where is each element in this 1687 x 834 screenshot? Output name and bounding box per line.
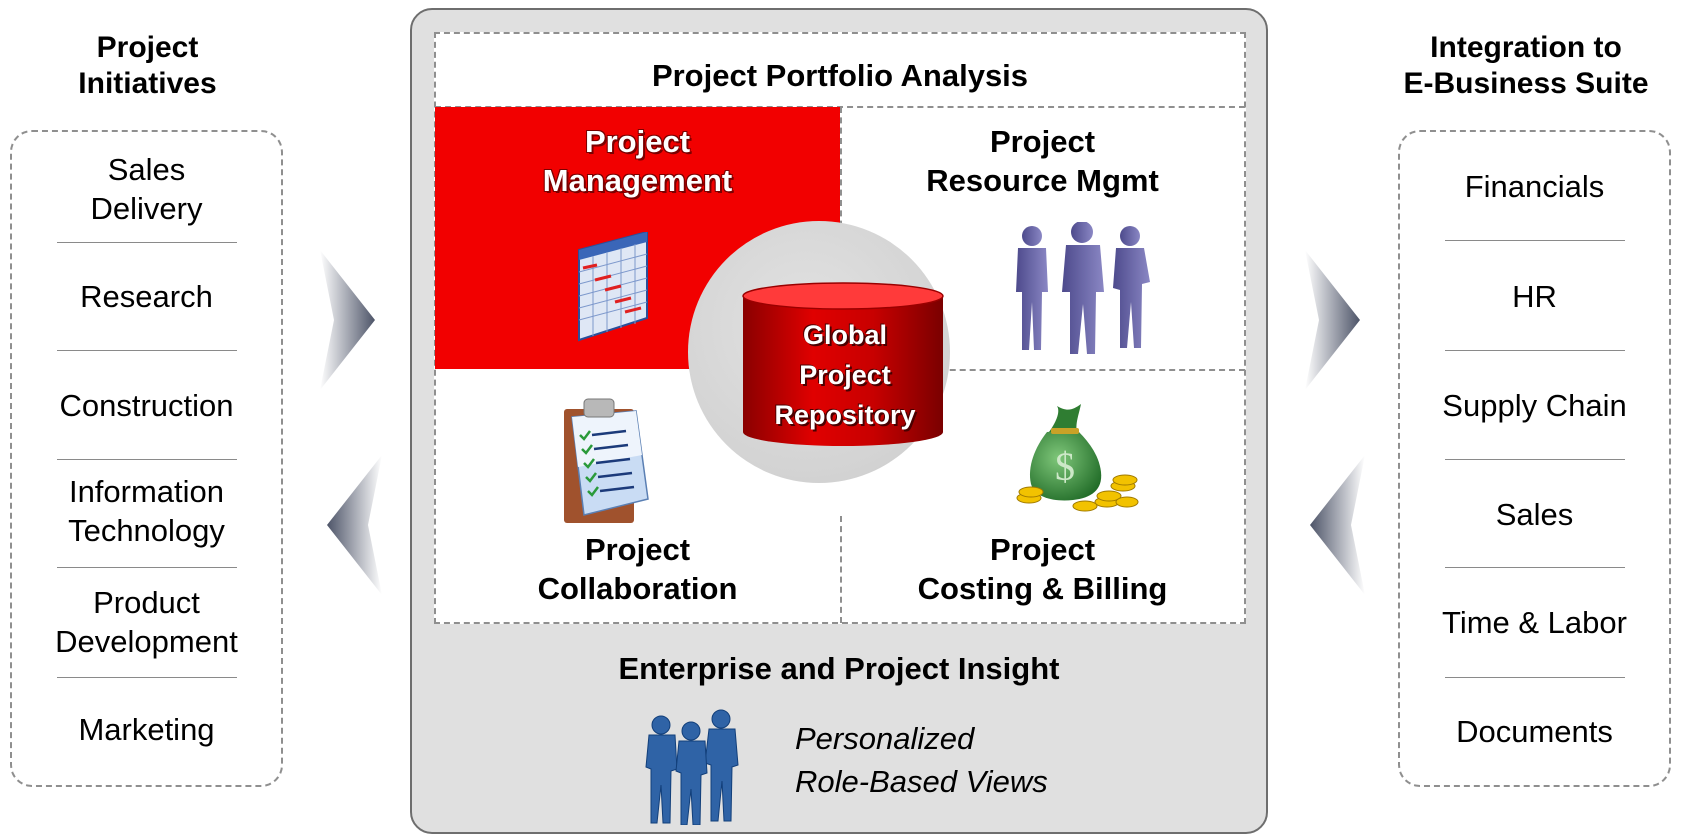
arrow-left-icon xyxy=(327,455,382,595)
project-initiatives-list: Sales Delivery Research Construction Inf… xyxy=(10,130,283,787)
management-heading: Project Management xyxy=(542,124,733,198)
divider xyxy=(1445,459,1625,460)
divider xyxy=(1445,677,1625,678)
divider xyxy=(57,677,237,678)
list-item: Research xyxy=(80,279,213,314)
divider xyxy=(57,567,237,568)
arrow-right-icon xyxy=(1305,250,1360,390)
list-item: HR xyxy=(1512,279,1557,314)
list-item: Sales xyxy=(1495,497,1574,532)
list-item: Time & Labor xyxy=(1442,605,1627,640)
grid-divider xyxy=(840,107,842,237)
database-cylinder-icon xyxy=(742,282,944,446)
grid-divider xyxy=(840,516,842,623)
list-item: Construction xyxy=(59,388,234,423)
money-bag-icon: $ xyxy=(1016,404,1139,512)
list-item: Financials xyxy=(1464,169,1605,204)
people-silhouettes-icon xyxy=(1016,222,1150,354)
arrow-left-icon xyxy=(1310,455,1365,595)
costing-heading: Project Costing & Billing xyxy=(917,532,1168,606)
role-based-views-label: Personalized Role-Based Views xyxy=(795,721,1048,799)
insight-heading: Enterprise and Project Insight xyxy=(618,651,1060,686)
portfolio-heading: Project Portfolio Analysis xyxy=(651,58,1029,93)
collaboration-heading: Project Collaboration xyxy=(537,532,738,606)
left-column-title: Project Initiatives xyxy=(78,31,217,100)
list-item: Marketing xyxy=(78,712,215,747)
list-item: Sales Delivery xyxy=(90,152,203,226)
divider xyxy=(57,459,237,460)
divider xyxy=(57,242,237,243)
repository-label: Global Project Repository xyxy=(774,320,916,430)
divider xyxy=(1445,240,1625,241)
integration-list: Financials HR Supply Chain Sales Time & … xyxy=(1398,130,1671,787)
people-group-icon xyxy=(645,709,739,825)
gantt-chart-icon xyxy=(578,232,648,342)
resource-heading: Project Resource Mgmt xyxy=(926,124,1159,198)
grid-divider xyxy=(840,369,1245,371)
list-item: Information Technology xyxy=(68,474,225,548)
svg-text:$: $ xyxy=(1055,444,1075,489)
list-item: Product Development xyxy=(55,585,238,659)
divider xyxy=(1445,350,1625,351)
arrow-right-icon xyxy=(320,250,375,390)
list-item: Documents xyxy=(1456,714,1613,749)
divider xyxy=(1445,567,1625,568)
right-column-title: Integration to E-Business Suite xyxy=(1403,31,1649,100)
clipboard-checklist-icon xyxy=(564,398,649,523)
divider xyxy=(57,350,237,351)
list-item: Supply Chain xyxy=(1442,388,1627,423)
